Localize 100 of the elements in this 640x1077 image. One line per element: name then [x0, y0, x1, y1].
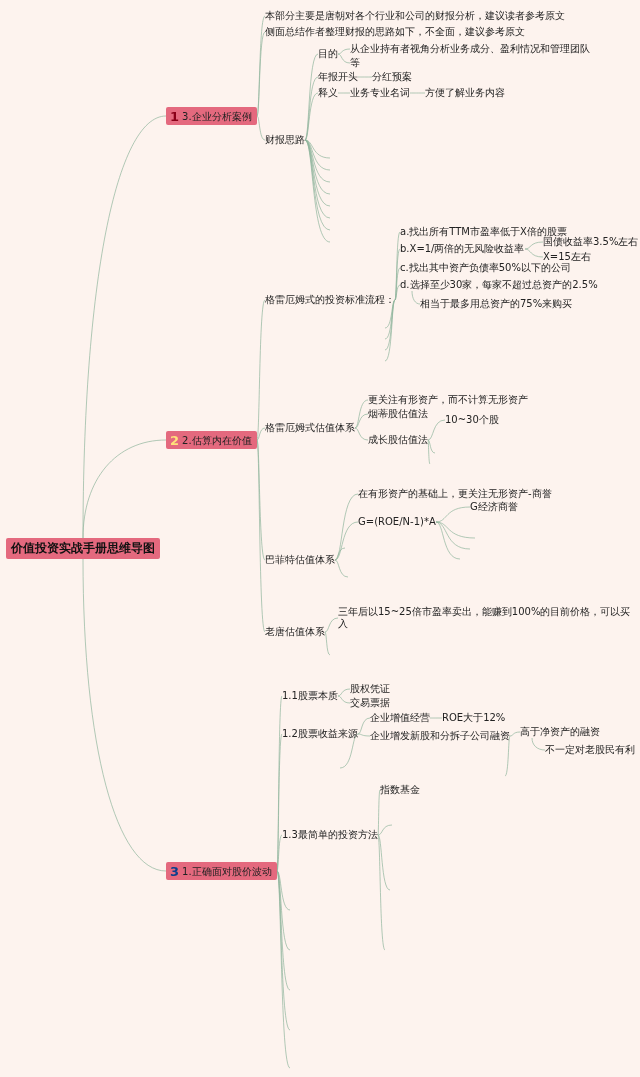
branch-line	[334, 521, 359, 561]
branch-line	[304, 76, 319, 141]
topic-text: 企业增发新股和分拆子公司融资	[370, 730, 510, 742]
branch-number: 3	[170, 863, 180, 879]
topic-text: 三年后以15~25倍市盈率卖出，能赚到100%的目前价格，可以买入	[338, 606, 638, 630]
topic-text: 本部分主要是唐朝对各个行业和公司的财报分析，建议读者参考原文	[265, 10, 565, 22]
branch-line	[276, 834, 283, 872]
topic-text: ROE大于12%	[442, 712, 506, 724]
branch-line	[276, 870, 291, 991]
branch-line	[377, 824, 393, 836]
branch-line	[384, 299, 396, 351]
topic-text: 在有形资产的基础上，更关注无形资产-商誉	[358, 488, 552, 500]
topic-text: 相当于最多用总资产的75%来购买	[420, 298, 573, 310]
topic-text: 老唐估值体系	[265, 626, 325, 638]
branch-line	[304, 139, 331, 183]
branch-number: 1	[170, 108, 180, 124]
topic-text: c.找出其中资产负债率50%以下的公司	[400, 262, 571, 274]
branch-line	[337, 53, 351, 64]
topic-text: 从企业持有者视角分析业务成分、盈利情况和管理团队	[350, 43, 590, 55]
branch-line	[339, 733, 359, 769]
topic-text: d.选择至少30家，每家不超过总资产的2.5%	[400, 279, 598, 291]
topic-text: 10~30个股	[445, 414, 499, 426]
branch-line	[377, 834, 391, 891]
topic-text: 指数基金	[380, 784, 420, 796]
branch-line	[509, 731, 521, 737]
branch-line	[324, 631, 331, 656]
branch-line	[354, 427, 369, 441]
branch-line	[357, 76, 373, 78]
topic-text: 烟蒂股估值法	[368, 408, 428, 420]
branch-line	[531, 737, 546, 751]
branch-line	[411, 290, 421, 305]
branch-line	[334, 559, 349, 578]
topic-text: 交易票据	[350, 697, 390, 709]
branch-line	[256, 427, 266, 441]
topic-text: 等	[350, 57, 360, 69]
branch-line	[504, 735, 511, 777]
branch-line	[394, 284, 401, 301]
branch-line	[524, 241, 544, 250]
branch-line	[409, 92, 426, 94]
branch-line	[524, 248, 544, 258]
topic-text: 巴菲特估值体系	[265, 554, 335, 566]
branch-box	[166, 431, 257, 449]
branch-line	[82, 439, 167, 539]
branch-line	[82, 558, 167, 872]
branch-line	[337, 695, 351, 704]
branch-line	[256, 439, 266, 561]
topic-text: 1.3最简单的投资方法	[282, 829, 378, 841]
branch-box	[166, 862, 277, 880]
branch-number: 2	[170, 432, 180, 448]
branch-line	[337, 688, 351, 697]
topic-text: 股权凭证	[350, 683, 390, 695]
branch-line	[324, 617, 339, 633]
topic-text: 释义	[318, 87, 338, 99]
branch-label: 1.正确面对股价波动	[182, 865, 272, 877]
branch-line	[429, 717, 443, 719]
topic-text: G=(ROE/N-1)*A	[358, 516, 436, 528]
topic-text: 更关注有形资产，而不计算无形资产	[368, 394, 528, 406]
topic-text: 方便了解业务内容	[425, 87, 505, 99]
branch-line	[357, 717, 371, 735]
branch-line	[427, 419, 446, 441]
branch-line	[276, 870, 291, 951]
topic-text: a.找出所有TTM市盈率低于X倍的股票	[400, 226, 567, 238]
topic-text: 高于净资产的融资	[520, 726, 600, 738]
branch-line	[354, 399, 369, 429]
topic-text: 格雷厄姆式的投资标准流程：	[265, 294, 395, 306]
topic-text: 侧面总结作者整理财报的思路如下，不全面，建议参考原文	[265, 26, 525, 38]
branch-line	[337, 48, 351, 55]
topic-text: 1.2股票收益来源	[282, 728, 358, 740]
branch-line	[384, 299, 396, 362]
branch-line	[334, 547, 346, 561]
branch-line	[377, 789, 381, 836]
branch-label: 3.企业分析案例	[182, 110, 252, 122]
branch-line	[435, 521, 461, 560]
topic-text: 格雷厄姆式估值体系	[265, 422, 355, 434]
branch-line	[377, 834, 386, 951]
topic-text: G经济商誉	[470, 501, 518, 513]
topic-text: 成长股估值法	[368, 434, 428, 446]
branch-label: 2.估算内在价值	[182, 434, 252, 446]
branch-box	[166, 107, 257, 125]
branch-line	[357, 733, 371, 737]
topic-text: X=15左右	[543, 251, 591, 263]
branch-line	[256, 31, 266, 117]
branch-line	[384, 299, 396, 329]
branch-line	[435, 506, 471, 523]
topic-text: 国债收益率3.5%左右	[543, 236, 639, 248]
topic-text: 分红预案	[372, 71, 412, 83]
topic-text: b.X=1/两倍的无风险收益率	[400, 243, 525, 255]
branch-line	[256, 115, 266, 141]
topic-text: 不一定对老股民有利	[545, 744, 635, 756]
branch-line	[337, 92, 351, 94]
central-topic-box: 价值投资实战手册思维导图	[6, 537, 160, 559]
topic-text: 年报开头	[318, 71, 358, 83]
topic-text: 目的	[318, 48, 338, 60]
topic-text: 企业增值经营	[370, 712, 430, 724]
branch-line	[354, 413, 369, 429]
topic-text: 1.1股票本质	[282, 690, 338, 702]
branch-line	[304, 139, 331, 195]
branch-line	[304, 92, 319, 141]
topic-text: 业务专业名词	[350, 87, 410, 99]
branch-line	[427, 439, 431, 465]
